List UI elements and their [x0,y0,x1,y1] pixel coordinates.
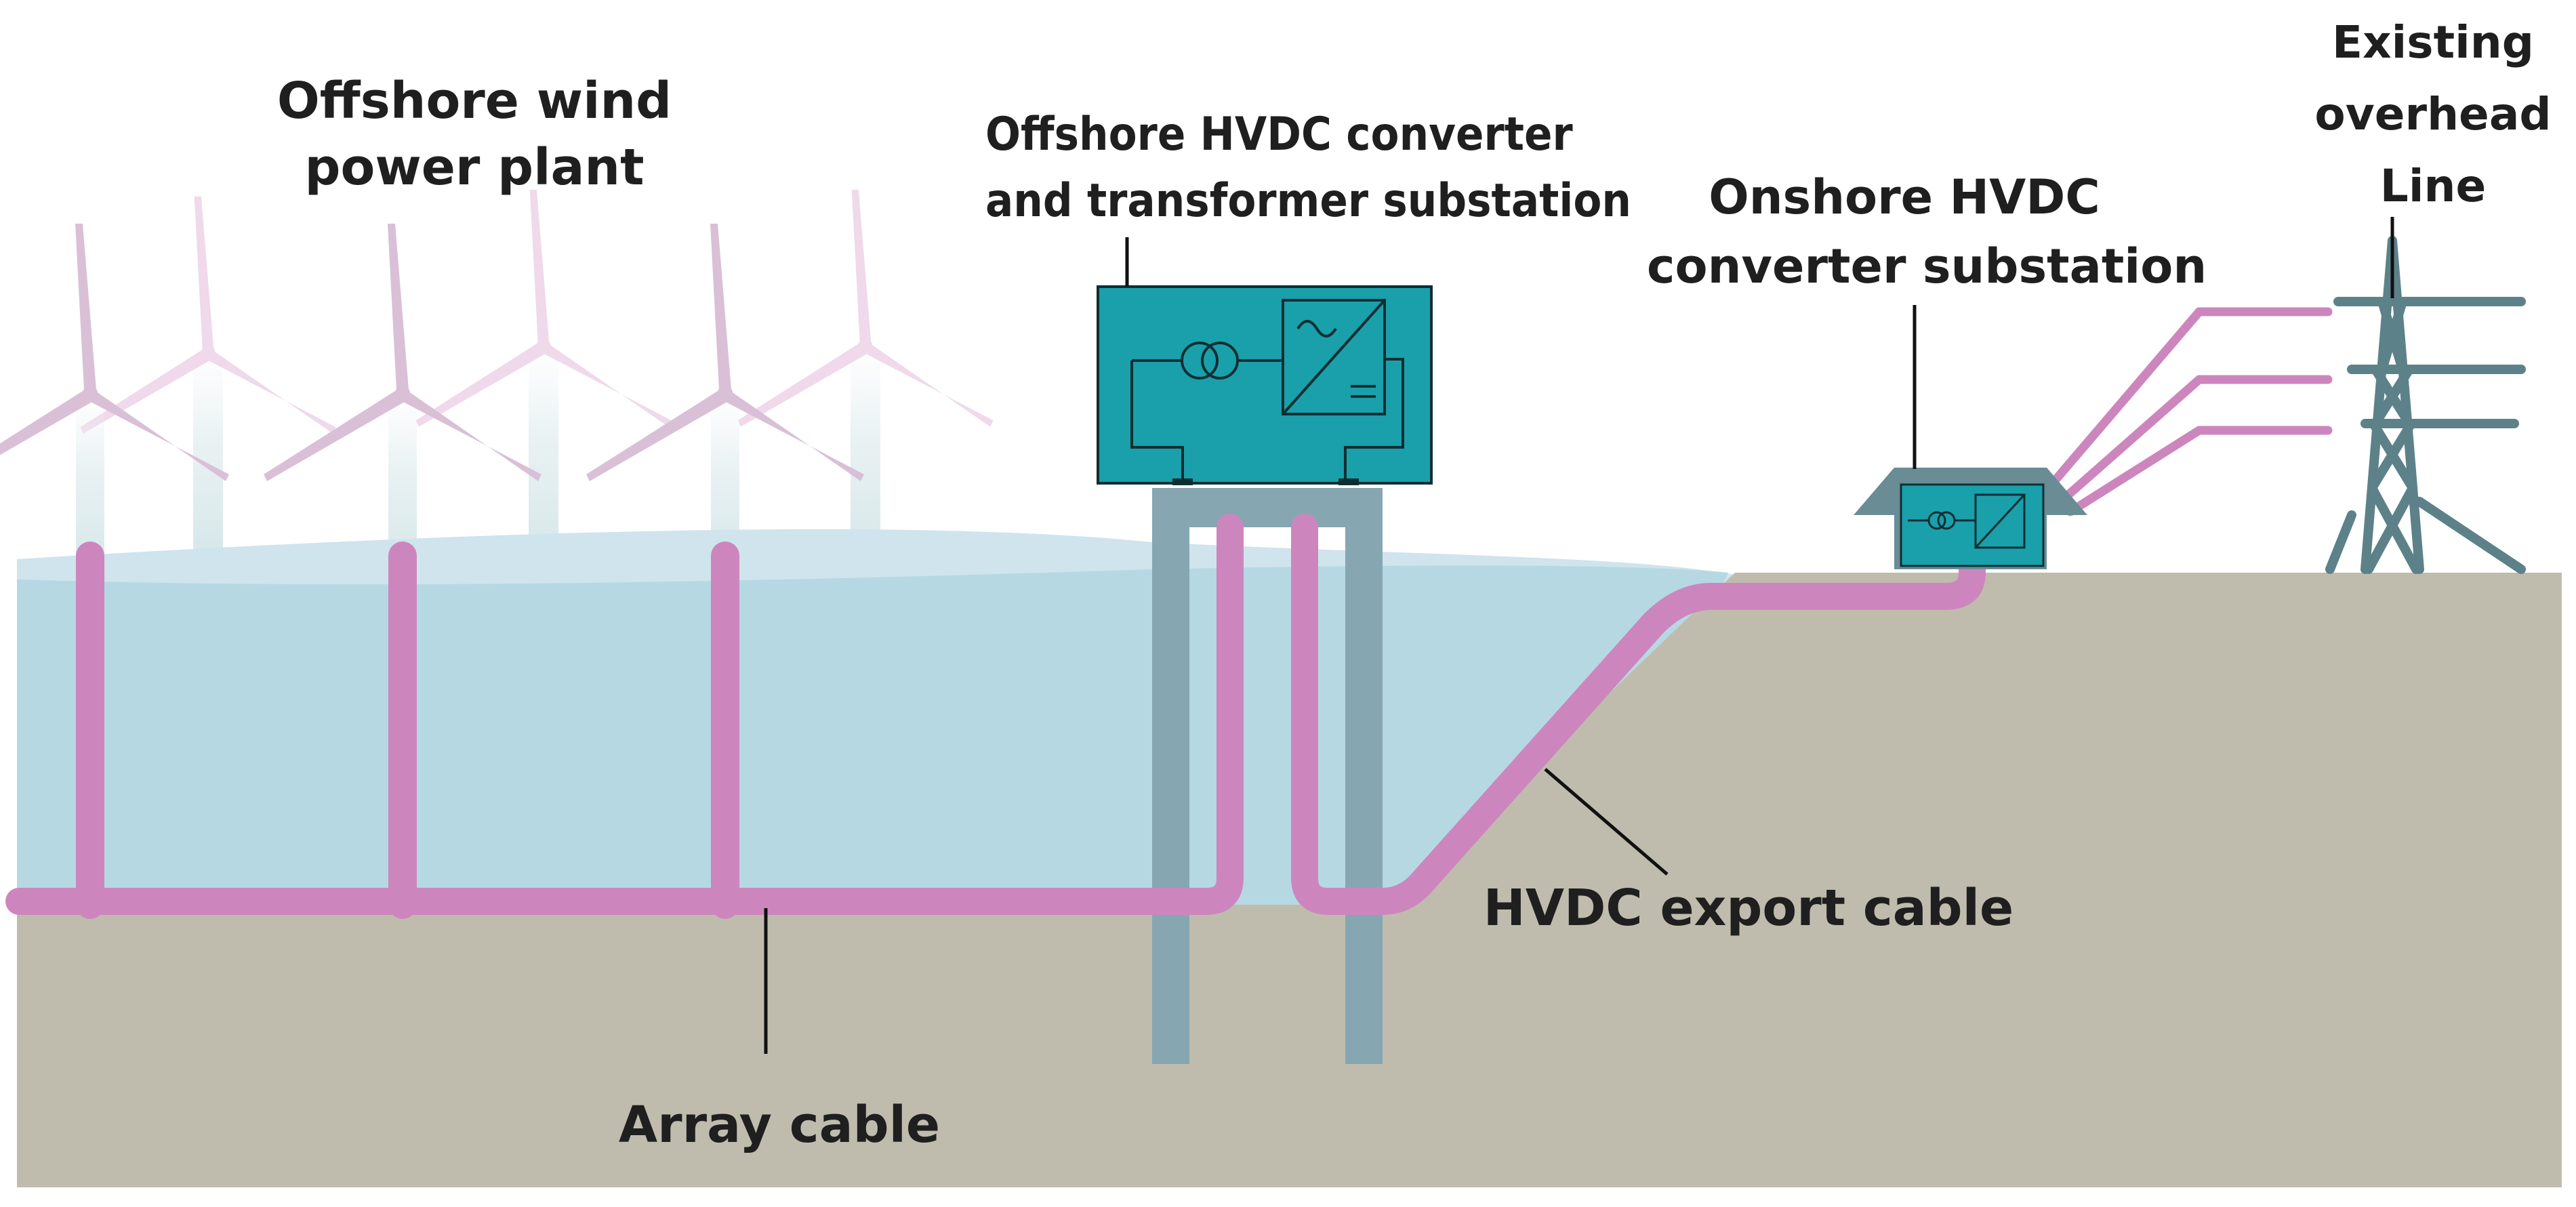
wind-turbine-icon [737,190,994,549]
onshore-substation-label-line-2: converter substation [1647,239,2207,294]
overhead-line-label-line-2: overhead [2314,88,2552,140]
export-cable-line [1291,514,1986,915]
overhead-line-label-line-3: Line [2379,160,2487,212]
offshore-substation-label-line-1: Offshore HVDC converter [985,108,1573,161]
leader-lines [764,217,2394,1054]
offshore-plant-label-line-1: Offshore wind [277,72,672,130]
wind-turbine-icon [80,197,336,549]
overhead-line-label: Existing overhead Line [2291,7,2575,222]
transmission-tower-icon [2325,236,2526,574]
overhead-line-label-line-1: Existing [2332,16,2534,68]
onshore-substation-label-line-1: Onshore HVDC [1709,169,2100,225]
cables [5,307,2333,919]
overhead-connection-line [2035,307,2333,503]
export-cable-leader [1544,768,1669,876]
transformer-icon [1908,511,1976,530]
wind-turbine-icon [415,190,672,549]
wind-turbine-icon [264,224,541,562]
offshore-plant-label-line-2: power plant [304,138,645,197]
onshore-substation-label: Onshore HVDC converter substation [1647,163,2207,301]
transformer-icon [1130,342,1283,483]
array-cable-line [5,514,1244,915]
onshore-substation [1854,468,2087,569]
ac-dc-converter-icon [1974,493,2026,549]
ac-dc-converter-icon [1282,299,1404,483]
front-turbines [0,224,864,562]
wind-turbine-icon [0,224,229,562]
array-cable-label: Array cable [618,1096,941,1154]
offshore-plant-label: Offshore wind power plant [224,68,725,201]
offshore-substation-label-line-2: and transformer substation [985,174,1631,228]
back-turbines [80,190,994,549]
offshore-substation-label: Offshore HVDC converter and transformer … [985,102,1631,234]
offshore-platform [1152,488,1383,1064]
overhead-connection-line [2066,426,2333,516]
offshore-substation [1097,285,1433,485]
seabed-and-land [17,573,2562,1187]
overhead-connection-line [2052,375,2333,510]
export-cable-label: HVDC export cable [1483,879,2014,937]
